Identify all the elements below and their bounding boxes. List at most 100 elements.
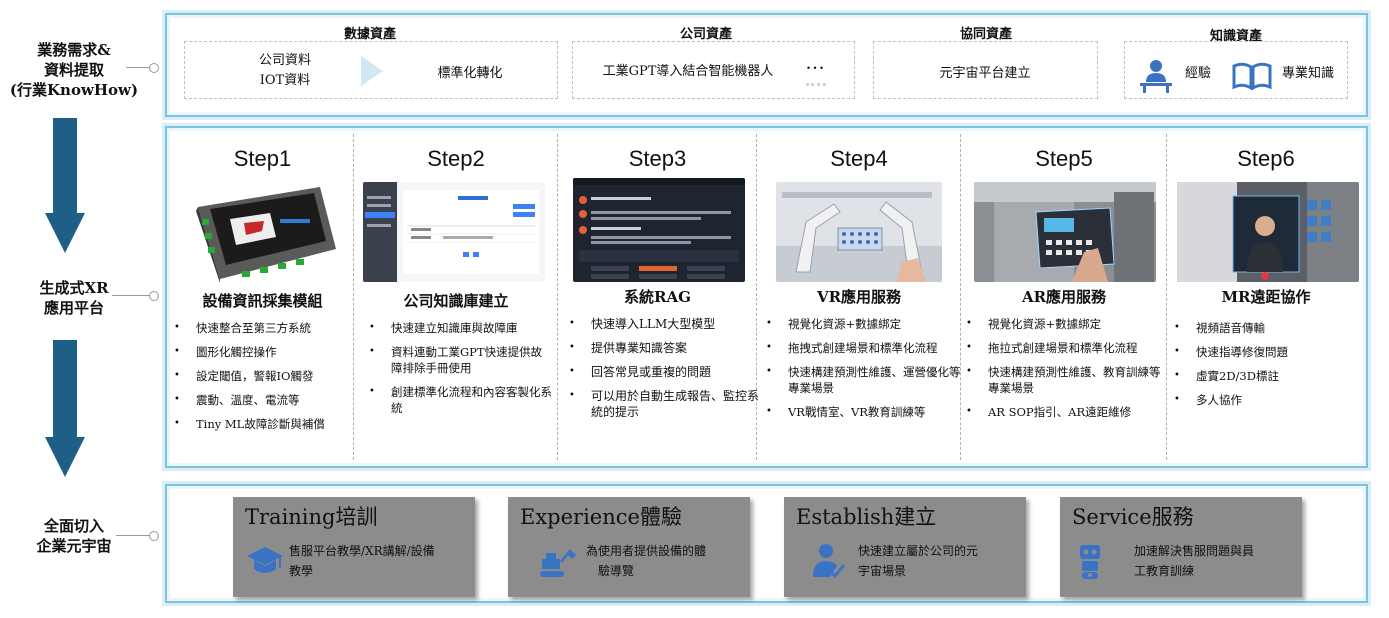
left-label-line: 業務需求& (37, 41, 111, 59)
knowledge-item-experience: 經驗 (1184, 66, 1211, 81)
step-bullets: 快速導入LLM大型模型 提供專業知識答案 回答常見或重複的問題 可以用於自動生成… (569, 316, 759, 428)
more-dots-faint (806, 83, 826, 87)
step-6: Step6 MR遠距協作 視頻語音傳輸 快速指導修復問題 虛實2D/3D標註 多… (1168, 134, 1364, 460)
step-label: Step1 (233, 146, 292, 171)
collab-assets-box (873, 41, 1098, 99)
step-label: Step2 (427, 146, 485, 171)
ar-machine-panel-photo (974, 182, 1156, 282)
service-desc-line: 驗導覽 (598, 564, 635, 578)
bullet-item: 快速整合至第三方系統 (174, 320, 354, 336)
graduation-cap-icon (247, 547, 283, 573)
service-desc: 加速解決售服問題與員 工教育訓練 (1134, 541, 1254, 581)
bullet-item: 提供專業知識答案 (569, 340, 759, 356)
service-desc-line: 快速建立屬於公司的元 (858, 544, 979, 558)
service-title: Experience體驗 (520, 505, 682, 529)
step-3: Step3 系統RAG 快速導入LLM大型模型 提供專業知識答案 回答常見或重複… (559, 134, 759, 460)
bullet-item: 快速構建預測性維護、運營優化等專業場景 (766, 364, 964, 396)
service-desc: 售服平台教學/XR講解/設備 教學 (289, 541, 435, 581)
bullet-item: 圖形化觸控操作 (174, 344, 354, 360)
step-name: VR應用服務 (816, 288, 902, 306)
bullet-item: 視頻語音傳輸 (1174, 320, 1360, 336)
service-card-experience: Experience體驗 為使用者提供設備的體 驗導覽 (508, 497, 750, 597)
connector-bottom (116, 531, 159, 541)
bullet-item: Tiny ML故障診斷與補償 (174, 416, 354, 432)
collab-assets-title: 協同資產 (959, 27, 1012, 42)
service-card-training: Training培訓 售服平台教學/XR講解/設備 教學 (233, 497, 475, 597)
step-label: Step6 (1237, 146, 1295, 171)
service-card-service: Service服務 加速解決售服問題與員 工教育訓練 (1060, 497, 1302, 597)
data-assets-box (184, 41, 558, 99)
service-title: Service服務 (1072, 505, 1194, 529)
bullet-item: 快速導入LLM大型模型 (569, 316, 759, 332)
connector-middle (112, 291, 159, 301)
data-assets-title: 數據資產 (343, 27, 396, 42)
person-at-desk-icon (1140, 60, 1172, 93)
step-1: Step1 設備資訊採集模組 快速整合至第三方系統 圖形化觸控操作 設定閾值，警… (172, 134, 353, 460)
bullet-item: 快速建立知識庫與故障庫 (369, 320, 553, 336)
step-bullets: 快速建立知識庫與故障庫 資料連動工業GPT快速提供故障排除手冊使用 創建標準化流… (369, 320, 553, 424)
service-desc-line: 教學 (289, 564, 314, 578)
bullet-item: 虛實2D/3D標註 (1174, 368, 1360, 384)
service-title: Training培訓 (245, 505, 378, 529)
step-divider (960, 134, 961, 460)
robot-icon (1080, 545, 1100, 579)
service-card-establish: Establish建立 快速建立屬於公司的元 宇宙場景 (784, 497, 1026, 597)
service-desc-line: 加速解決售服問題與員 (1134, 544, 1255, 558)
left-label-requirements: 業務需求& 資料提取 (行業KnowHow) (0, 40, 148, 100)
data-assets-source: 公司資料 IOT資料 (230, 51, 340, 91)
service-desc-line: 宇宙場景 (858, 564, 907, 578)
bullet-item: 多人協作 (1174, 392, 1360, 408)
step-bullets: 視覺化資源+數據綁定 拖拽式創建場景和標準化流程 快速構建預測性維護、運營優化等… (766, 316, 964, 428)
company-assets-text: 工業GPT導入結合智能機器人 (602, 64, 774, 79)
step-4: Step4 VR應用服務 視覺化資源+數據綁定 拖拽式創建場景和標準化流程 快速… (758, 134, 961, 460)
step-label: Step4 (830, 146, 888, 171)
step-name: 設備資訊採集模組 (202, 292, 323, 310)
service-desc: 為使用者提供設備的體 驗導覽 (586, 541, 706, 581)
company-assets-box (572, 41, 855, 99)
down-arrow-2 (45, 340, 85, 477)
data-source-iot: IOT資料 (259, 73, 311, 88)
step-2: Step2 公司知識庫建立 快速建立知識庫與故障庫 資料連動工業GPT快速提供故… (355, 134, 557, 460)
down-arrow-1 (45, 118, 85, 253)
left-label-line: 應用平台 (43, 299, 104, 317)
service-desc-line: 為使用者提供設備的體 (586, 544, 707, 558)
bullet-item: 資料連動工業GPT快速提供故障排除手冊使用 (369, 344, 553, 376)
left-label-line: 生成式XR (39, 279, 109, 297)
bullet-item: 拖拽式創建場景和標準化流程 (766, 340, 964, 356)
knowledge-assets-box (1124, 41, 1348, 99)
transform-arrow-icon (361, 56, 383, 86)
bullet-item: AR SOP指引、AR遠距維修 (966, 404, 1164, 420)
step-label: Step3 (628, 146, 687, 171)
company-assets-title: 公司資產 (679, 27, 732, 42)
mr-remote-assist-photo (1177, 182, 1359, 282)
step-bullets: 快速整合至第三方系統 圖形化觸控操作 設定閾值，警報IO觸發 震動、溫度、電流等… (174, 320, 354, 440)
data-collector-device-image (196, 187, 336, 283)
service-desc-line: 工教育訓練 (1134, 564, 1195, 578)
bullet-item: 可以用於自動生成報告、監控系統的提示 (569, 388, 759, 420)
step-name: 公司知識庫建立 (403, 292, 509, 310)
step-divider (557, 134, 558, 460)
knowledge-assets-title: 知識資產 (1209, 29, 1262, 44)
step-label: Step5 (1035, 146, 1093, 171)
bullet-item: 視覺化資源+數據綁定 (966, 316, 1164, 332)
bullet-item: 視覺化資源+數據綁定 (766, 316, 964, 332)
bullet-item: 快速指導修復問題 (1174, 344, 1360, 360)
service-desc: 快速建立屬於公司的元 宇宙場景 (858, 541, 978, 581)
user-check-icon (813, 544, 846, 579)
rag-chat-screenshot (573, 178, 745, 282)
left-label-line: 全面切入 (43, 517, 104, 535)
left-label-metaverse: 全面切入 企業元宇宙 (0, 516, 148, 556)
step-divider (1166, 134, 1167, 460)
step-5: Step5 AR應用服務 視覺化資源+數據綁定 拖拉式創建場景和標準化流程 快速… (962, 134, 1166, 460)
step-divider (756, 134, 757, 460)
step-name: AR應用服務 (1021, 288, 1107, 306)
knowledge-base-screenshot (363, 182, 545, 282)
left-label-platform: 生成式XR 應用平台 (0, 278, 148, 318)
bullet-item: 快速構建預測性維護、教育訓練等專業場景 (966, 364, 1164, 396)
bullet-item: 拖拉式創建場景和標準化流程 (966, 340, 1164, 356)
step-bullets: 視覺化資源+數據綁定 拖拉式創建場景和標準化流程 快速構建預測性維護、教育訓練等… (966, 316, 1164, 428)
step-name: 系統RAG (624, 288, 691, 306)
left-label-line: 企業元宇宙 (36, 537, 112, 555)
service-title: Establish建立 (796, 505, 937, 529)
connector-top (126, 63, 159, 73)
